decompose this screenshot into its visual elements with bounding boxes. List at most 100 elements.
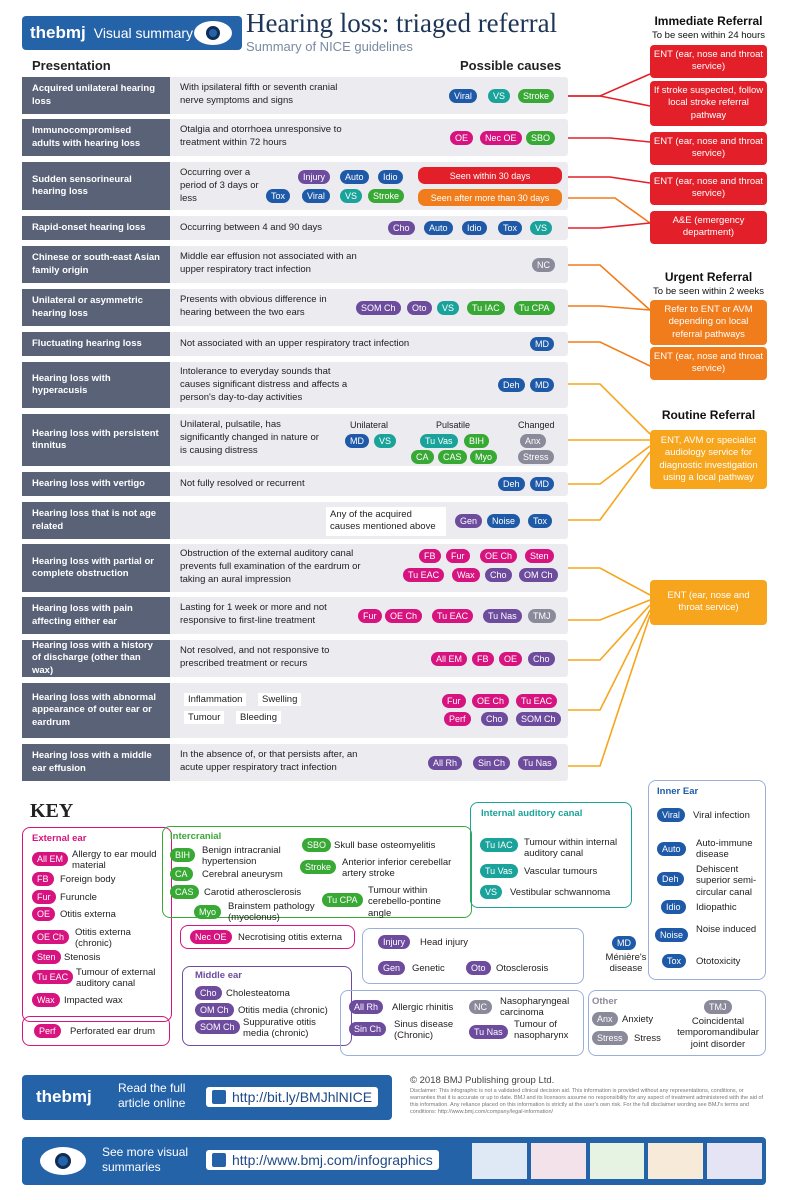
seen-after-30-days: Seen after more than 30 days <box>418 189 562 206</box>
row-label: Hearing loss with pain affecting either … <box>22 597 170 634</box>
cause-tag: CA <box>411 450 434 464</box>
key-tag: Nec OE <box>190 930 232 944</box>
key-label: Ototoxicity <box>696 956 741 967</box>
cause-tag: Tu IAC <box>467 301 505 315</box>
key-label: Idiopathic <box>696 902 737 913</box>
key-label: Allergy to ear mould material <box>72 849 157 872</box>
cause-tag: TMJ <box>528 609 556 623</box>
key-external-title: External ear <box>32 833 87 844</box>
row-label: Hearing loss with vertigo <box>22 472 170 496</box>
key-tag: Idio <box>661 900 686 914</box>
page-subtitle: Summary of NICE guidelines <box>246 39 413 54</box>
key-other-title: Other <box>592 996 618 1007</box>
routine-title: Routine Referral <box>661 408 756 422</box>
cause-tag: Stroke <box>368 189 405 203</box>
key-tag: Fur <box>32 890 56 904</box>
cause-tag: Tu EAC <box>403 568 445 582</box>
row-pain: Hearing loss with pain affecting either … <box>22 597 568 634</box>
article-url[interactable]: http://bit.ly/BMJhlNICE <box>232 1089 373 1105</box>
key-tag: CAS <box>170 885 199 899</box>
cause-tag: Tox <box>528 514 553 528</box>
cause-tag: MD <box>345 434 369 448</box>
key-title: KEY <box>30 800 74 822</box>
row-label: Hearing loss with a history of discharge… <box>22 640 170 677</box>
cause-tag: SOM Ch <box>516 712 561 726</box>
key-tag: Auto <box>657 842 686 856</box>
key-tag: Myo <box>194 905 222 919</box>
key-intercranial-box <box>162 826 472 918</box>
ref-ent-1: ENT (ear, nose and throat service) <box>650 45 767 78</box>
row-desc: Lasting for 1 week or more and not respo… <box>180 602 327 626</box>
key-label: Vascular tumours <box>524 866 598 877</box>
cause-tag: OE Ch <box>472 694 510 708</box>
cause-tag: OE <box>499 652 523 666</box>
key-label: Stress <box>634 1033 661 1044</box>
cause-tag: Cho <box>485 568 512 582</box>
key-tag: All Rh <box>349 1000 384 1014</box>
seen-30-days: Seen within 30 days <box>418 167 562 184</box>
key-other-group-box <box>362 928 584 984</box>
key-label: Benign intracranial hypertension <box>202 845 281 868</box>
read-article-banner[interactable]: thebmj Read the full article online http… <box>22 1075 392 1120</box>
row-label: Hearing loss with partial or complete ob… <box>22 544 170 592</box>
key-tag: All EM <box>32 852 69 866</box>
infographics-url[interactable]: http://www.bmj.com/infographics <box>232 1152 433 1168</box>
key-label: Auto-immune disease <box>696 838 753 861</box>
cause-tag: Wax <box>452 568 480 582</box>
key-tag: Anx <box>592 1012 618 1026</box>
key-tag: Tu IAC <box>480 838 518 852</box>
article-link[interactable]: http://bit.ly/BMJhlNICE <box>206 1087 379 1107</box>
cause-tag: SBO <box>526 131 556 145</box>
cause-tag: VS <box>340 189 363 203</box>
key-label: Brainstem pathology (myoclonus) <box>228 901 315 924</box>
ref-ent-5: ENT (ear, nose and throat service) <box>650 580 767 625</box>
key-tag: OE <box>32 907 56 921</box>
cause-tag: Myo <box>470 450 498 464</box>
cause-tag: Perf <box>444 712 471 726</box>
key-label: Vestibular schwannoma <box>510 887 611 898</box>
cause-tag: Deh <box>498 378 525 392</box>
key-label: Coincidental temporomandibular joint dis… <box>677 1016 759 1050</box>
bmj-logo: thebmj <box>30 23 86 42</box>
cause-tag: Auto <box>340 170 369 184</box>
cause-tag: Noise <box>487 514 521 528</box>
key-tag: BIH <box>170 848 196 862</box>
key-label: Impacted wax <box>64 995 123 1006</box>
cause-tag: BIH <box>464 434 490 448</box>
row-vertigo: Hearing loss with vertigo Not fully reso… <box>22 472 568 496</box>
row-label: Fluctuating hearing loss <box>22 332 170 356</box>
sign-swelling: Swelling <box>258 693 302 706</box>
row-abnormal-appearance: Hearing loss with abnormal appearance of… <box>22 683 568 738</box>
key-external-box <box>22 827 172 1022</box>
cause-tag: Idio <box>378 170 403 184</box>
cause-tag: VS <box>530 221 553 235</box>
row-desc: In the absence of, or that persists afte… <box>180 749 358 773</box>
key-label: Otitis externa <box>60 909 116 920</box>
key-label: Stenosis <box>64 952 101 963</box>
ref-audiology: ENT, AVM or specialist audiology service… <box>650 430 767 490</box>
key-label: Otosclerosis <box>496 963 549 974</box>
key-label: Sinus disease (Chronic) <box>394 1019 454 1042</box>
key-label: Furuncle <box>60 892 97 903</box>
key-label: Noise induced <box>696 924 757 935</box>
key-tag: VS <box>480 885 503 899</box>
sign-inflammation: Inflammation <box>184 693 247 706</box>
ref-stroke: If stroke suspected, follow local stroke… <box>650 81 767 127</box>
cause-tag: Oto <box>407 301 432 315</box>
cause-tag: Tu Nas <box>518 756 557 770</box>
key-label: Genetic <box>412 963 445 974</box>
cause-tag: Sin Ch <box>473 756 511 770</box>
key-label: Suppurative otitis media (chronic) <box>243 1017 316 1040</box>
eye-icon <box>194 21 232 45</box>
key-label: Tumour within cerebello-pontine angle <box>368 885 441 919</box>
infographics-link[interactable]: http://www.bmj.com/infographics <box>206 1150 439 1170</box>
key-other-box <box>588 990 766 1056</box>
cause-tag: Tu CPA <box>514 301 555 315</box>
key-tag: Stroke <box>300 860 337 874</box>
row-desc: Occurring over a period of 3 days or les… <box>180 167 259 204</box>
row-immunocompromised: Immunocompromised adults with hearing lo… <box>22 119 568 156</box>
cause-tag: MD <box>530 477 554 491</box>
cause-tag: Tu Nas <box>483 609 522 623</box>
row-desc: Not associated with an upper respiratory… <box>180 338 410 349</box>
infographics-banner[interactable]: See more visual summaries http://www.bmj… <box>22 1137 766 1185</box>
